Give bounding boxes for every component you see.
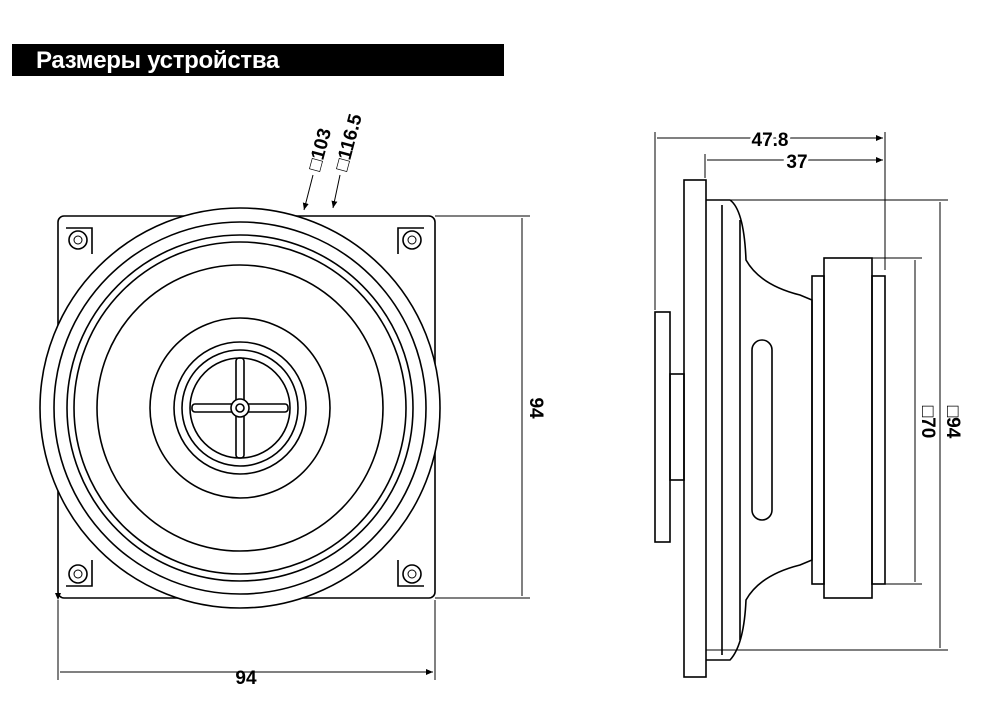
mount-depth-label: 37 [786, 152, 807, 173]
mount-tabs [66, 227, 424, 587]
total-depth-label: 47.8 [752, 130, 789, 151]
surround-inner [73, 241, 407, 575]
section-title: Размеры устройства [36, 47, 280, 74]
mount-outer-label: □116.5 [332, 111, 367, 173]
magnet-dim-label: □70 [917, 406, 938, 439]
magnet-dim-line [872, 257, 922, 585]
width-dim-label: 94 [235, 668, 257, 689]
height-dim-line [435, 215, 530, 599]
tweeter-cross [191, 357, 289, 459]
mount-outer-leader [331, 174, 341, 209]
width-dim-line [58, 600, 435, 680]
side-flange [683, 179, 707, 678]
front-view: 94 94 □103 □116.5 [39, 111, 546, 689]
height-dim-label: 94 [525, 397, 546, 419]
cone-edge [96, 264, 384, 552]
tweeter-ring [173, 341, 307, 475]
tweeter-ring-inner [181, 349, 299, 467]
side-height-label: □94 [942, 406, 963, 439]
grille-ring [654, 311, 671, 543]
tweeter-outer [149, 317, 331, 499]
section-header: Размеры устройства [12, 44, 504, 76]
magnet-plate-front [811, 275, 825, 585]
surround-outer [66, 234, 414, 582]
mount-inner-leader [302, 174, 314, 211]
basket-rim [721, 205, 741, 655]
side-view: 47.8 37 □70 □94 [654, 127, 966, 678]
front-lip [669, 373, 685, 481]
side-height-dim-line [706, 199, 948, 651]
magnet-plate-back [871, 275, 886, 585]
basket-window [751, 339, 773, 521]
magnet [823, 257, 873, 599]
mount-depth-dim-line [704, 154, 883, 178]
